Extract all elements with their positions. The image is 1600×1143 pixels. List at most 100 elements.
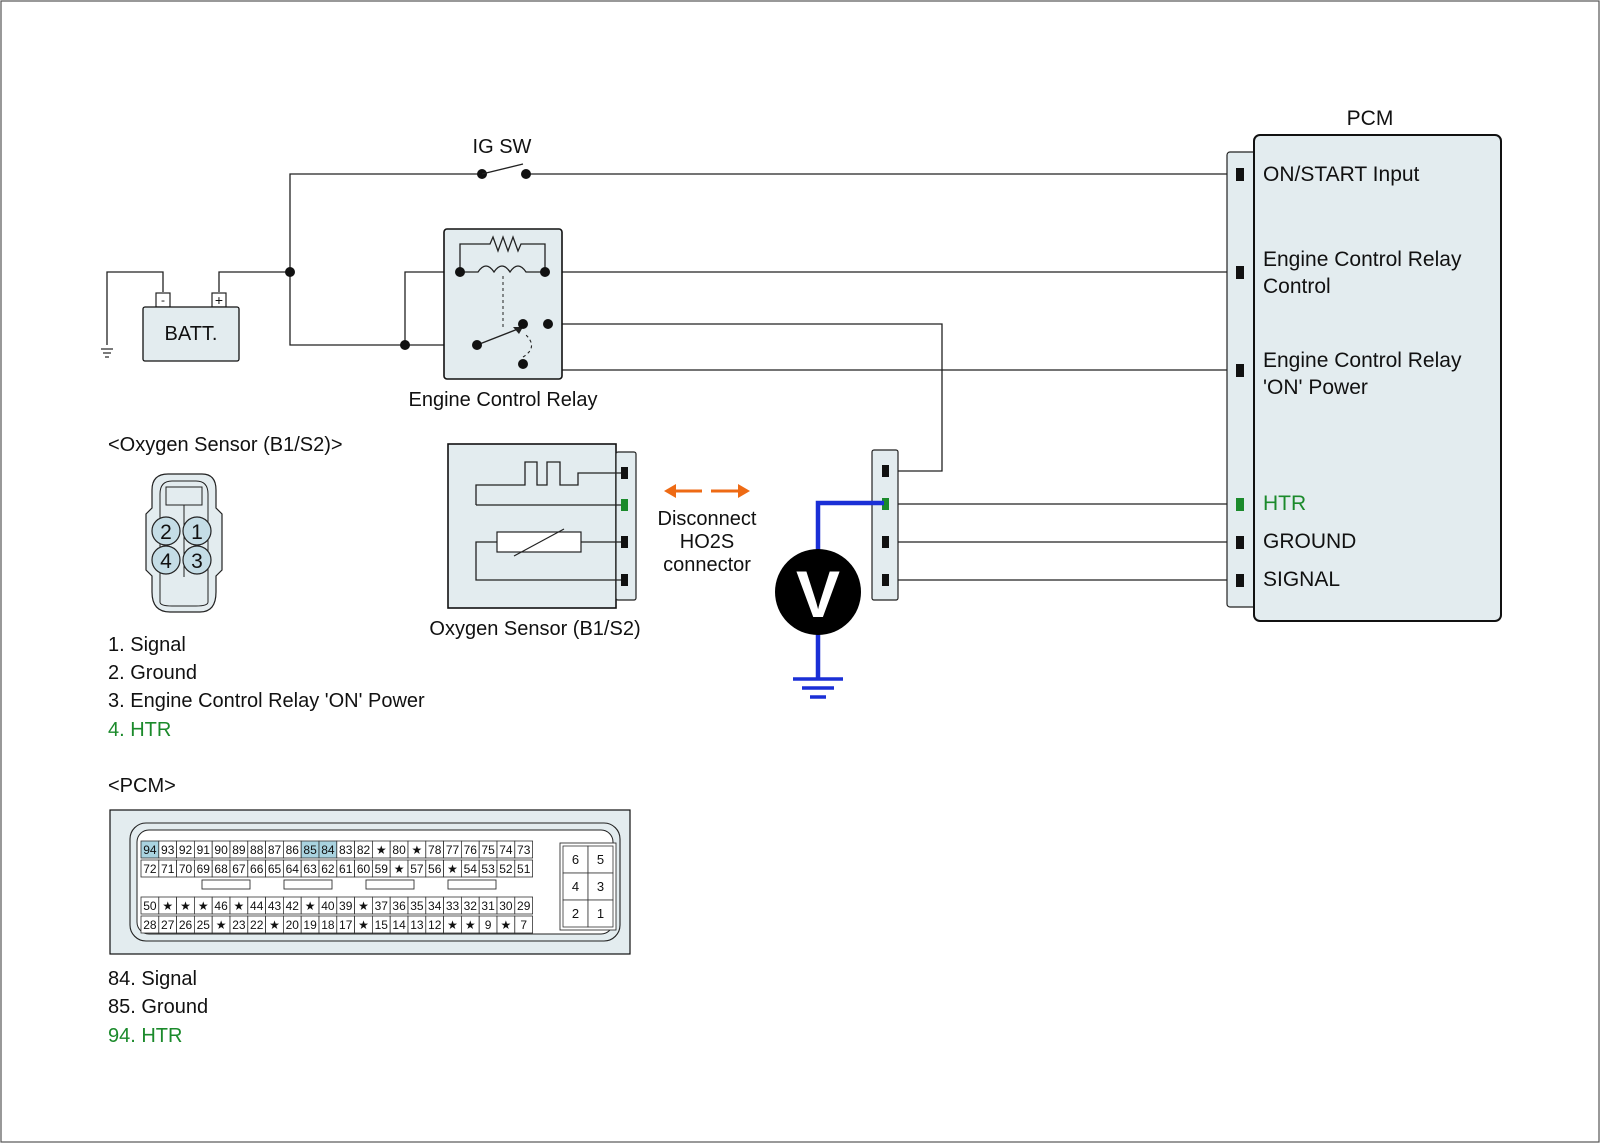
pcm-pin-label: 68 — [214, 862, 228, 876]
pcm-side-cell — [562, 899, 589, 928]
pcm-pin-label: 78 — [428, 843, 442, 857]
pcm-pin-label: 53 — [481, 862, 495, 876]
pcm-pin-label: ★ — [162, 899, 173, 913]
pcm-pin-list-item-htr: 94. HTR — [108, 1025, 182, 1047]
pcm-pin-label: 94 — [143, 843, 157, 857]
pcm-side-label: 5 — [597, 852, 604, 867]
pcm-pin-label: 19 — [303, 918, 317, 932]
o2-pin-list-item: 2. Ground — [108, 662, 197, 684]
pcm-pin-ground: GROUND — [1263, 530, 1356, 553]
pcm-pin-label: ★ — [376, 843, 387, 857]
pcm-latch-bar — [365, 879, 415, 890]
o2-pin-number: 3 — [191, 550, 203, 573]
pcm-pin-label: 32 — [464, 899, 478, 913]
pcm-pin-label: 7 — [520, 918, 527, 932]
pcm-pin-label: ★ — [234, 899, 245, 913]
pcm-pin-label: 40 — [321, 899, 335, 913]
pcm-pin-relay-power-line1: Engine Control Relay — [1263, 349, 1462, 372]
pcm-pin-label: 73 — [517, 843, 531, 857]
pcm-pin-label: 36 — [392, 899, 406, 913]
pcm-pin-label: 33 — [446, 899, 460, 913]
pcm-pin-label: ★ — [198, 899, 209, 913]
battery: - + BATT. — [142, 292, 240, 362]
harness-connector — [871, 449, 899, 601]
junction-dots — [285, 267, 410, 350]
pcm-pin-label: 65 — [268, 862, 282, 876]
pcm-pin-label: 20 — [286, 918, 300, 932]
pcm-pin-relay-power-line2: 'ON' Power — [1263, 376, 1368, 399]
pcm-pin-label: 57 — [410, 862, 424, 876]
voltmeter-label: V — [796, 557, 840, 631]
disconnect-note-line2: HO2S — [680, 531, 734, 553]
pcm-pin-label: 37 — [375, 899, 389, 913]
pcm-pin-label: 77 — [446, 843, 460, 857]
pcm-pin-label: ★ — [358, 899, 369, 913]
pcm-pin-label: 75 — [481, 843, 495, 857]
pcm-pin-label: 70 — [179, 862, 193, 876]
pcm-pin-label: 34 — [428, 899, 442, 913]
pcm-latch-bar — [283, 879, 333, 890]
ground-icon — [793, 677, 843, 699]
pcm-pin-label: ★ — [465, 918, 476, 932]
pcm-pin-label: ★ — [216, 918, 227, 932]
pcm-pin-label: ★ — [358, 918, 369, 932]
pcm-pin-label: 27 — [161, 918, 175, 932]
disconnect-note-line3: connector — [663, 554, 751, 576]
pcm-pin-label: 60 — [357, 862, 371, 876]
pcm-pin-label: 74 — [499, 843, 513, 857]
o2-connector-title: <Oxygen Sensor (B1/S2)> — [108, 434, 343, 456]
o2-connector: <Oxygen Sensor (B1/S2)> 2 1 4 3 — [108, 434, 343, 613]
pcm-side-label: 1 — [597, 906, 604, 921]
o2-pin — [151, 545, 181, 575]
pcm-pin-label: 83 — [339, 843, 353, 857]
pcm-pin-label: 44 — [250, 899, 264, 913]
pcm-pin-label: ★ — [180, 899, 191, 913]
pcm-pin-relay-control-line1: Engine Control Relay — [1263, 248, 1462, 271]
battery-label: BATT. — [165, 323, 218, 345]
pcm-pin-label: 89 — [232, 843, 246, 857]
o2-pin-number: 2 — [160, 521, 172, 544]
pcm-pin-cell — [514, 859, 533, 878]
pcm-pin-label: 17 — [339, 918, 353, 932]
pcm-pin-label: 61 — [339, 862, 353, 876]
pcm-pin-label: 54 — [464, 862, 478, 876]
pcm-pin-label: 22 — [250, 918, 264, 932]
pcm-side-label: 3 — [597, 879, 604, 894]
ground-icon — [101, 348, 113, 358]
pcm-pin-label: 43 — [268, 899, 282, 913]
pcm-pin-label: 42 — [286, 899, 300, 913]
pcm-pin-cell — [514, 915, 533, 934]
pcm-pin-label: ★ — [412, 843, 423, 857]
pcm-pin-label: 13 — [410, 918, 424, 932]
right-arrow-icon — [711, 484, 750, 498]
battery-pos-label: + — [215, 292, 223, 308]
pcm-pin-label: ★ — [447, 918, 458, 932]
oxygen-sensor: Oxygen Sensor (B1/S2) — [429, 443, 641, 640]
pcm-pin-label: 71 — [161, 862, 175, 876]
o2-pin — [151, 516, 181, 546]
pcm-pin-label: 72 — [143, 862, 157, 876]
disconnect-note-line1: Disconnect — [658, 508, 757, 530]
pcm-pin-label: 67 — [232, 862, 246, 876]
pcm-pin-label: 87 — [268, 843, 282, 857]
pcm-pin-label: 59 — [375, 862, 389, 876]
pcm-pin-relay-control-line2: Control — [1263, 275, 1331, 298]
o2-pin-list-item: 1. Signal — [108, 634, 186, 656]
pcm-pin-label: 28 — [143, 918, 157, 932]
sensor-pin — [621, 467, 628, 479]
disconnect-indicator: Disconnect HO2S connector — [658, 484, 757, 576]
pcm-pin-label: ★ — [447, 862, 458, 876]
pcm-pin-label: 91 — [197, 843, 211, 857]
pcm-side-cell — [562, 845, 589, 874]
relay-label: Engine Control Relay — [409, 389, 598, 411]
pcm-pin-label: 82 — [357, 843, 371, 857]
left-arrow-icon — [664, 484, 702, 498]
pcm-pin-label: 51 — [517, 862, 531, 876]
pcm-pin-label: 39 — [339, 899, 353, 913]
pcm-pin-label: ★ — [394, 862, 405, 876]
ig-switch: IG SW — [473, 136, 532, 179]
pcm-module: PCM ON/START Input Engine Control Relay … — [1226, 107, 1502, 622]
o2-pin-list-item-htr: 4. HTR — [108, 719, 171, 741]
